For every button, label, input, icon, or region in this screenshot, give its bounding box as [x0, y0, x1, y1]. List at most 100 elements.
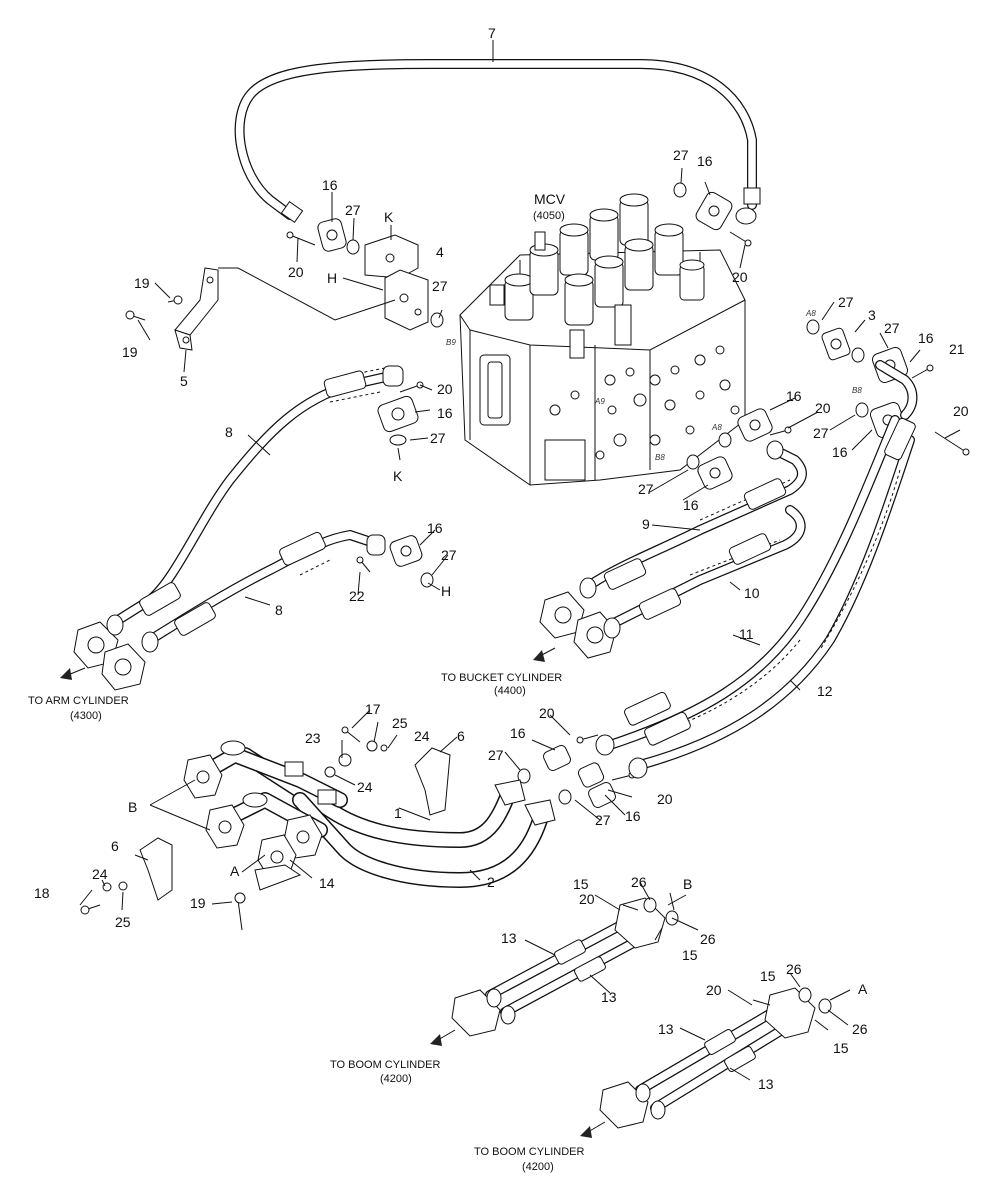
callout-1: 1	[394, 805, 402, 821]
bolt	[125, 310, 146, 321]
callout-19: 19	[190, 895, 206, 911]
callout-27: 27	[595, 812, 611, 828]
callout-27: 27	[838, 294, 854, 310]
port-mark: B9	[446, 338, 456, 347]
callout-26: 26	[631, 874, 647, 890]
callout-22: 22	[349, 588, 365, 604]
arrow-to-boom-cylinder	[580, 1121, 606, 1138]
destination-labels: TO ARM CYLINDER (4300) TO BUCKET CYLINDE…	[28, 672, 584, 1173]
callout-26: 26	[852, 1021, 868, 1037]
callout-27: 27	[813, 425, 829, 441]
callout-16: 16	[832, 444, 848, 460]
bolt	[729, 231, 752, 247]
callout-2: 2	[487, 874, 495, 890]
callout-3: 3	[868, 307, 876, 323]
bolt	[80, 904, 101, 915]
callout-H: H	[327, 270, 337, 286]
destination-arrows	[60, 647, 606, 1138]
callout-19: 19	[134, 275, 150, 291]
split-flange	[821, 327, 851, 361]
hose-8-upper	[110, 365, 404, 627]
o-rings	[346, 182, 869, 805]
callout-16: 16	[683, 497, 699, 513]
callout-15: 15	[833, 1040, 849, 1056]
callout-9: 9	[642, 516, 650, 532]
callout-B: B	[683, 876, 692, 892]
callout-20: 20	[579, 891, 595, 907]
port-mark: A8	[805, 309, 816, 318]
callout-20: 20	[732, 269, 748, 285]
leader-lines	[79, 40, 961, 1081]
callout-27: 27	[441, 547, 457, 563]
callout-H: H	[441, 583, 451, 599]
port-mark: A8	[711, 423, 722, 432]
callout-16: 16	[918, 330, 934, 346]
dest-boom-cylinder-1-code: (4200)	[380, 1073, 412, 1085]
callout-K: K	[393, 468, 403, 484]
solenoid-cylinder	[619, 193, 649, 246]
callout-14: 14	[319, 875, 335, 891]
callout-27: 27	[345, 202, 361, 218]
callout-26: 26	[786, 961, 802, 977]
split-flange	[695, 191, 733, 231]
pipe-7	[234, 59, 761, 225]
mcv-ports	[549, 345, 740, 460]
callout-8: 8	[225, 424, 233, 440]
bracket-14	[254, 864, 302, 891]
arrow-to-bucket-cylinder	[533, 647, 556, 662]
callout-16: 16	[697, 153, 713, 169]
callout-21: 21	[949, 341, 965, 357]
dest-bucket-cylinder: TO BUCKET CYLINDER	[441, 672, 562, 684]
callout-24: 24	[357, 779, 373, 795]
split-flange	[317, 218, 347, 252]
callout-16: 16	[510, 725, 526, 741]
callout-23: 23	[305, 730, 321, 746]
bolt	[167, 295, 183, 305]
pipe-2	[292, 792, 548, 888]
callout-12: 12	[817, 683, 833, 699]
bolt	[576, 734, 599, 744]
callout-27: 27	[673, 147, 689, 163]
clamp-6-upper	[414, 747, 451, 816]
solenoid-cylinder	[594, 255, 624, 308]
dest-arm-cylinder: TO ARM CYLINDER	[28, 695, 129, 707]
lower-split-flanges	[543, 745, 616, 808]
callout-15: 15	[682, 947, 698, 963]
split-flange	[389, 535, 423, 567]
callout-27: 27	[488, 747, 504, 763]
split-flange	[697, 456, 733, 490]
solenoid-cylinder	[589, 208, 619, 261]
split-flange	[737, 408, 773, 442]
callout-27: 27	[884, 320, 900, 336]
port-mark: B8	[852, 386, 862, 395]
hose-sleeves	[139, 370, 916, 746]
bracket-5	[174, 267, 396, 351]
callout-24: 24	[414, 728, 430, 744]
arrow-to-boom-cylinder	[430, 1029, 456, 1046]
manifold-flanges	[183, 740, 556, 879]
hose-12	[635, 435, 915, 770]
callout-6: 6	[457, 728, 465, 744]
solenoid-cylinder	[564, 273, 594, 326]
callout-25: 25	[392, 715, 408, 731]
callout-13: 13	[601, 989, 617, 1005]
mcv-solenoids	[489, 193, 705, 359]
callout-15: 15	[760, 968, 776, 984]
callout-10: 10	[744, 585, 760, 601]
callout-13: 13	[501, 930, 517, 946]
callout-20: 20	[953, 403, 969, 419]
callout-20: 20	[657, 791, 673, 807]
callout-16: 16	[427, 520, 443, 536]
callout-6: 6	[111, 838, 119, 854]
pipe-1	[237, 747, 518, 848]
bolt	[399, 381, 424, 393]
callout-16: 16	[322, 177, 338, 193]
callout-K: K	[384, 209, 394, 225]
callout-8: 8	[275, 602, 283, 618]
mcv-title: MCV	[534, 191, 566, 207]
bolt	[769, 426, 792, 436]
callout-4: 4	[436, 244, 444, 260]
callout-20: 20	[437, 381, 453, 397]
split-flange	[377, 395, 419, 433]
